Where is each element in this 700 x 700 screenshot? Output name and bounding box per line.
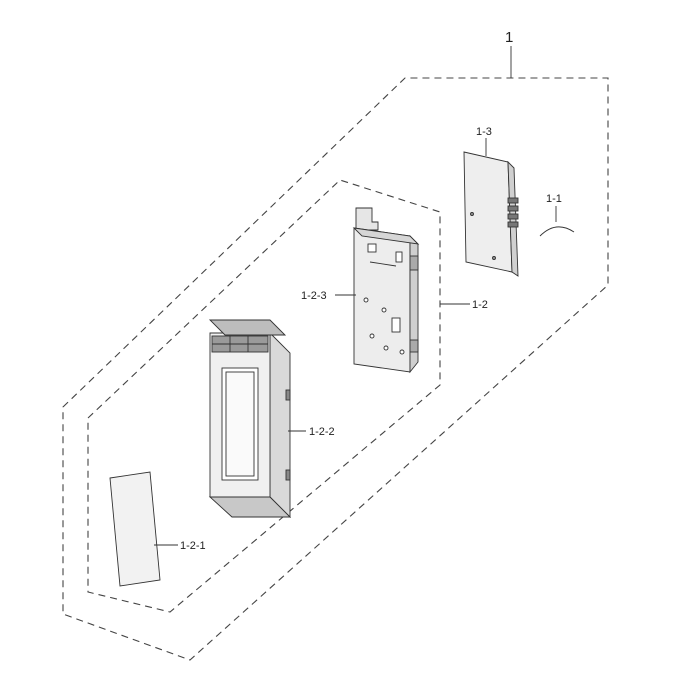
label-1-3: 1-3 (476, 126, 492, 138)
part-1-2-2-panel (208, 319, 292, 519)
part-1-2-3-bracket (352, 207, 420, 374)
assembly-1-boundary (62, 77, 609, 661)
label-1-2-2: 1-2-2 (309, 426, 335, 438)
label-1-2-1: 1-2-1 (180, 540, 206, 552)
label-1-1: 1-1 (546, 193, 562, 205)
part-1-2-1-sheet (109, 471, 161, 587)
part-1-3-pcb (463, 151, 519, 277)
label-1-2-3: 1-2-3 (301, 290, 327, 302)
label-1: 1 (505, 29, 513, 46)
sub-assembly-1-2-boundary (87, 179, 441, 613)
label-1-2: 1-2 (472, 299, 488, 311)
part-1-1-wire (539, 226, 575, 237)
